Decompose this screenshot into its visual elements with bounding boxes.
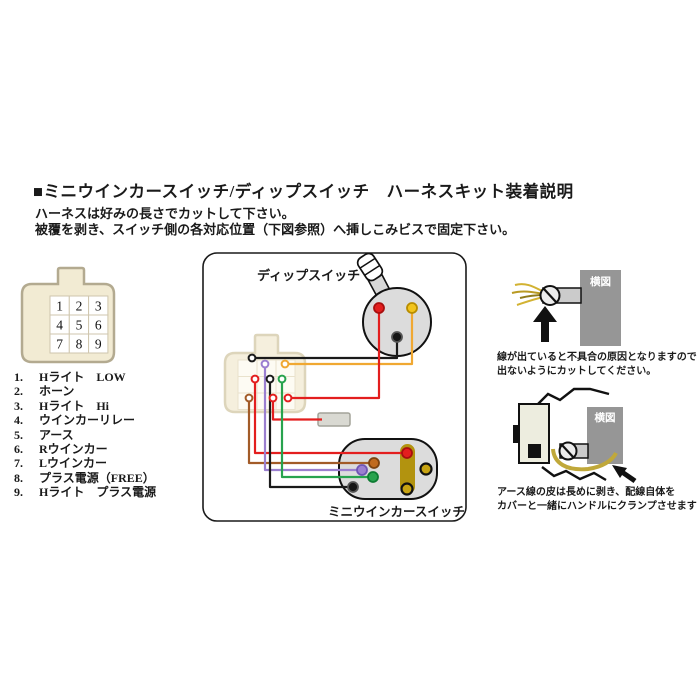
side-view-label: 横図 <box>595 411 616 424</box>
pin-legend-item: 2.ホーン <box>14 384 75 399</box>
terminal-rings <box>244 353 293 403</box>
earth-wire-clamp <box>551 448 618 472</box>
pin-legend-item: 3.Hライト Hi <box>14 398 110 413</box>
side-note-1-caption: 線が出ていると不具合の原因となりますので 出ないようにカットしてください。 <box>497 352 697 377</box>
pin-legend-item: 6.Rウインカー <box>14 441 108 456</box>
wire-yellow-hlight-hi <box>285 312 414 366</box>
up-left-arrow-icon <box>612 465 637 484</box>
mini-winker-switch-label: ミニウインカースイッチ <box>328 505 465 519</box>
pin-number: 5 <box>76 318 83 333</box>
instruction-line-2: 被覆を剥き、スイッチ側の各対応位置（下図参照）へ挿しこみビスで固定下さい。 <box>35 221 516 237</box>
ring-black <box>247 353 257 363</box>
pin-number: 4 <box>56 318 63 333</box>
side-view-label: 横図 <box>590 275 611 288</box>
side-note-2-figure: 横図 <box>513 387 637 484</box>
wiring-diagram: ディップスイッチ ミニウインカースイッチ <box>202 252 467 522</box>
wire-red-hlight-power <box>288 312 381 400</box>
stray-wire-strands-icon <box>511 283 545 306</box>
housing-window <box>528 444 541 458</box>
pin-number: 3 <box>95 299 102 314</box>
dip-switch-label: ディップスイッチ <box>257 268 360 283</box>
pin-legend: 1.Hライト LOW 2.ホーン 3.Hライト Hi 4.ウインカーリレー 5.… <box>14 370 214 500</box>
handlebar-wire-bottom <box>541 466 607 482</box>
pin-legend-item: 8.プラス電源（FREE） <box>14 470 155 485</box>
pin-legend-item: 4.ウインカーリレー <box>14 413 136 428</box>
side-view-box <box>580 270 621 346</box>
screw-slot <box>561 444 575 459</box>
pin-number: 2 <box>76 299 83 314</box>
pin-legend-item: 9.Hライト プラス電源 <box>14 485 157 500</box>
ring-black <box>265 374 275 384</box>
wire-red-winker-relay <box>253 379 402 455</box>
ring-yellow <box>280 359 290 369</box>
mini-contact-red <box>401 447 413 459</box>
page-title: ■ミニウインカースイッチ/ディップスイッチ ハーネスキット装着説明 <box>33 182 574 201</box>
pin-grid <box>49 295 109 354</box>
wire-black-hlight-low <box>252 341 399 360</box>
pin-number: 7 <box>56 337 63 352</box>
handlebar-wire-top <box>535 387 610 407</box>
mini-contact-purple <box>356 464 368 476</box>
instruction-text: ハーネスは好みの長さでカットして下さい。 被覆を剥き、スイッチ側の各対応位置（下… <box>35 206 655 237</box>
pin-legend-item: 7.Lウインカー <box>14 456 108 471</box>
ring-red <box>250 374 260 384</box>
dip-contact-red <box>373 302 385 314</box>
wire-green-r-winker <box>280 379 371 479</box>
spare-terminal <box>317 412 351 427</box>
side-note-1-figure: 横図 <box>511 270 621 346</box>
mini-screw-gold <box>419 462 433 476</box>
wire-black-earth <box>268 379 351 489</box>
ring-green <box>277 374 287 384</box>
pin-legend-item: 1.Hライト LOW <box>14 370 126 384</box>
wire-red-spare <box>271 398 322 421</box>
wires <box>247 312 414 489</box>
mini-screw-gold <box>400 482 414 496</box>
pin-number: 9 <box>95 337 102 352</box>
dip-contact-black <box>391 331 403 343</box>
ring-red <box>268 393 278 403</box>
mini-contact-green <box>367 471 379 483</box>
wire-purple-horn <box>263 364 360 472</box>
pin-number: 6 <box>95 318 102 333</box>
dip-contact-yellow <box>406 302 418 314</box>
instruction-line-1: ハーネスは好みの長さでカットして下さい。 <box>35 206 295 221</box>
screw-slot <box>543 288 557 303</box>
side-note-2-caption: アース線の皮は長めに剥き、配線自体を カバーと一緒にハンドルにクランプさせます <box>497 487 697 512</box>
pin-number: 8 <box>76 337 83 352</box>
housing-tab <box>513 425 519 443</box>
ring-red <box>283 393 293 403</box>
wire-brown-l-winker <box>247 398 372 465</box>
connector-front-view: 1 2 3 4 5 6 7 8 9 <box>20 266 116 364</box>
up-arrow-icon <box>533 306 557 342</box>
ring-brown <box>244 393 254 403</box>
ring-purple <box>260 359 270 369</box>
mini-contact-brown <box>368 457 380 469</box>
pin-legend-item: 5.アース <box>14 427 74 442</box>
pin-number: 1 <box>56 299 63 314</box>
mini-contact-black <box>347 481 359 493</box>
